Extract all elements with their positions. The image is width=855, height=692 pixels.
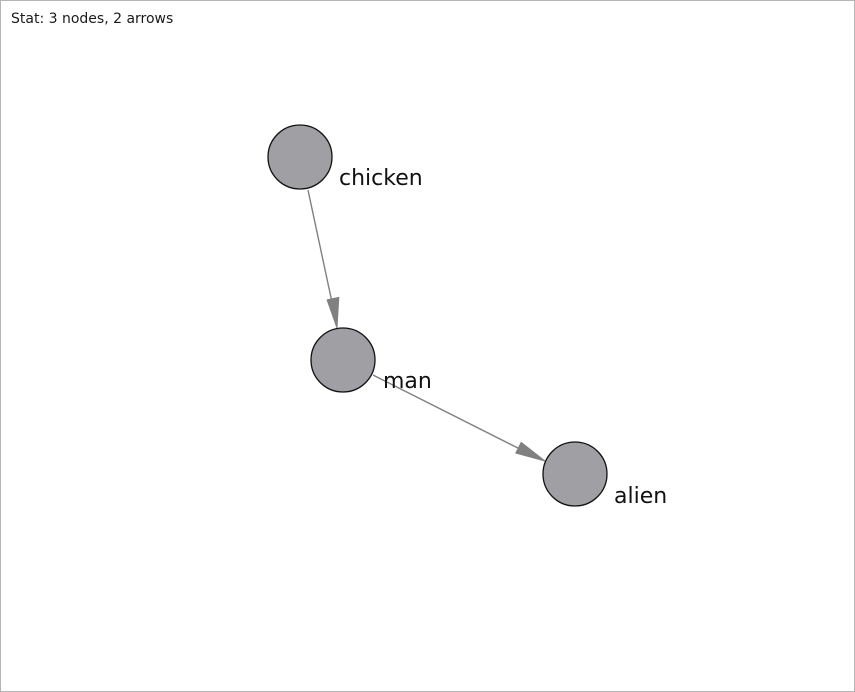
node-label: man [383, 369, 432, 394]
edge-line [307, 189, 334, 307]
edge-line [372, 374, 524, 452]
node-alien[interactable]: alien [542, 441, 667, 509]
node-label: chicken [339, 166, 423, 191]
node-man[interactable]: man [310, 327, 432, 394]
arrowhead [515, 441, 546, 462]
node-label: alien [614, 484, 667, 509]
stat-text: Stat: 3 nodes, 2 arrows [11, 11, 174, 27]
arrowhead [326, 296, 340, 329]
node-circle[interactable] [267, 124, 333, 190]
node-circle[interactable] [310, 327, 376, 393]
edge-man-alien[interactable] [372, 374, 546, 462]
node-circle[interactable] [542, 441, 608, 507]
node-chicken[interactable]: chicken [267, 124, 423, 191]
edge-chicken-man[interactable] [307, 189, 340, 329]
